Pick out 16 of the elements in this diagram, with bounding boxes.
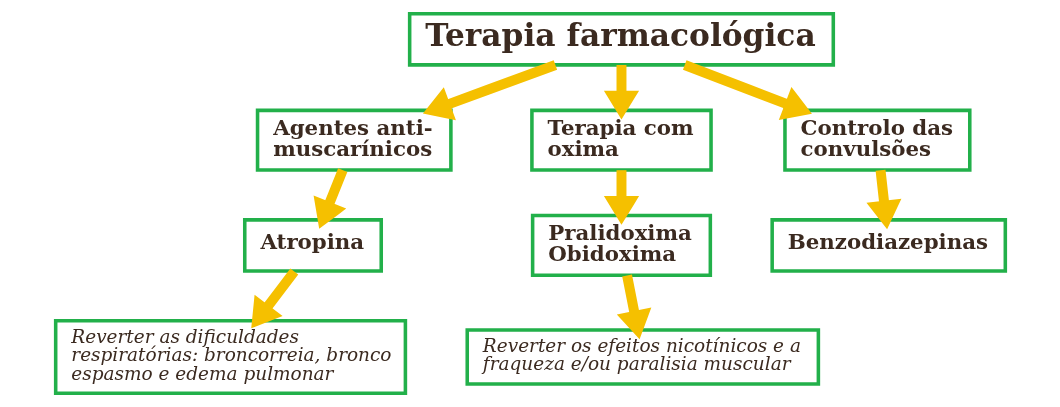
node-box: Terapia farmacológica [407, 11, 835, 67]
arrow [603, 65, 639, 120]
arrow [250, 268, 298, 329]
node-box: Pralidoxima Obidoxima [530, 213, 712, 278]
arrow [313, 168, 347, 229]
node-box: Reverter os efeitos nicotínicos e a fraqueza e/ou paralisia muscular [464, 328, 820, 386]
arrow [422, 60, 557, 121]
arrow [603, 170, 639, 225]
node-box: Agentes anti- muscarínicos [255, 108, 453, 172]
node-box: Controlo das convulsões [782, 108, 972, 172]
node-box: Terapia com oxima [529, 108, 713, 172]
node-box: Benzodiazepinas [769, 218, 1007, 273]
arrow [616, 274, 651, 340]
node-box: Reverter as dificuldades respiratórias: broncorreia, bronco espasmo e edema pulmonar [53, 319, 407, 396]
arrow [865, 169, 901, 230]
node-box: Atropina [242, 218, 383, 273]
